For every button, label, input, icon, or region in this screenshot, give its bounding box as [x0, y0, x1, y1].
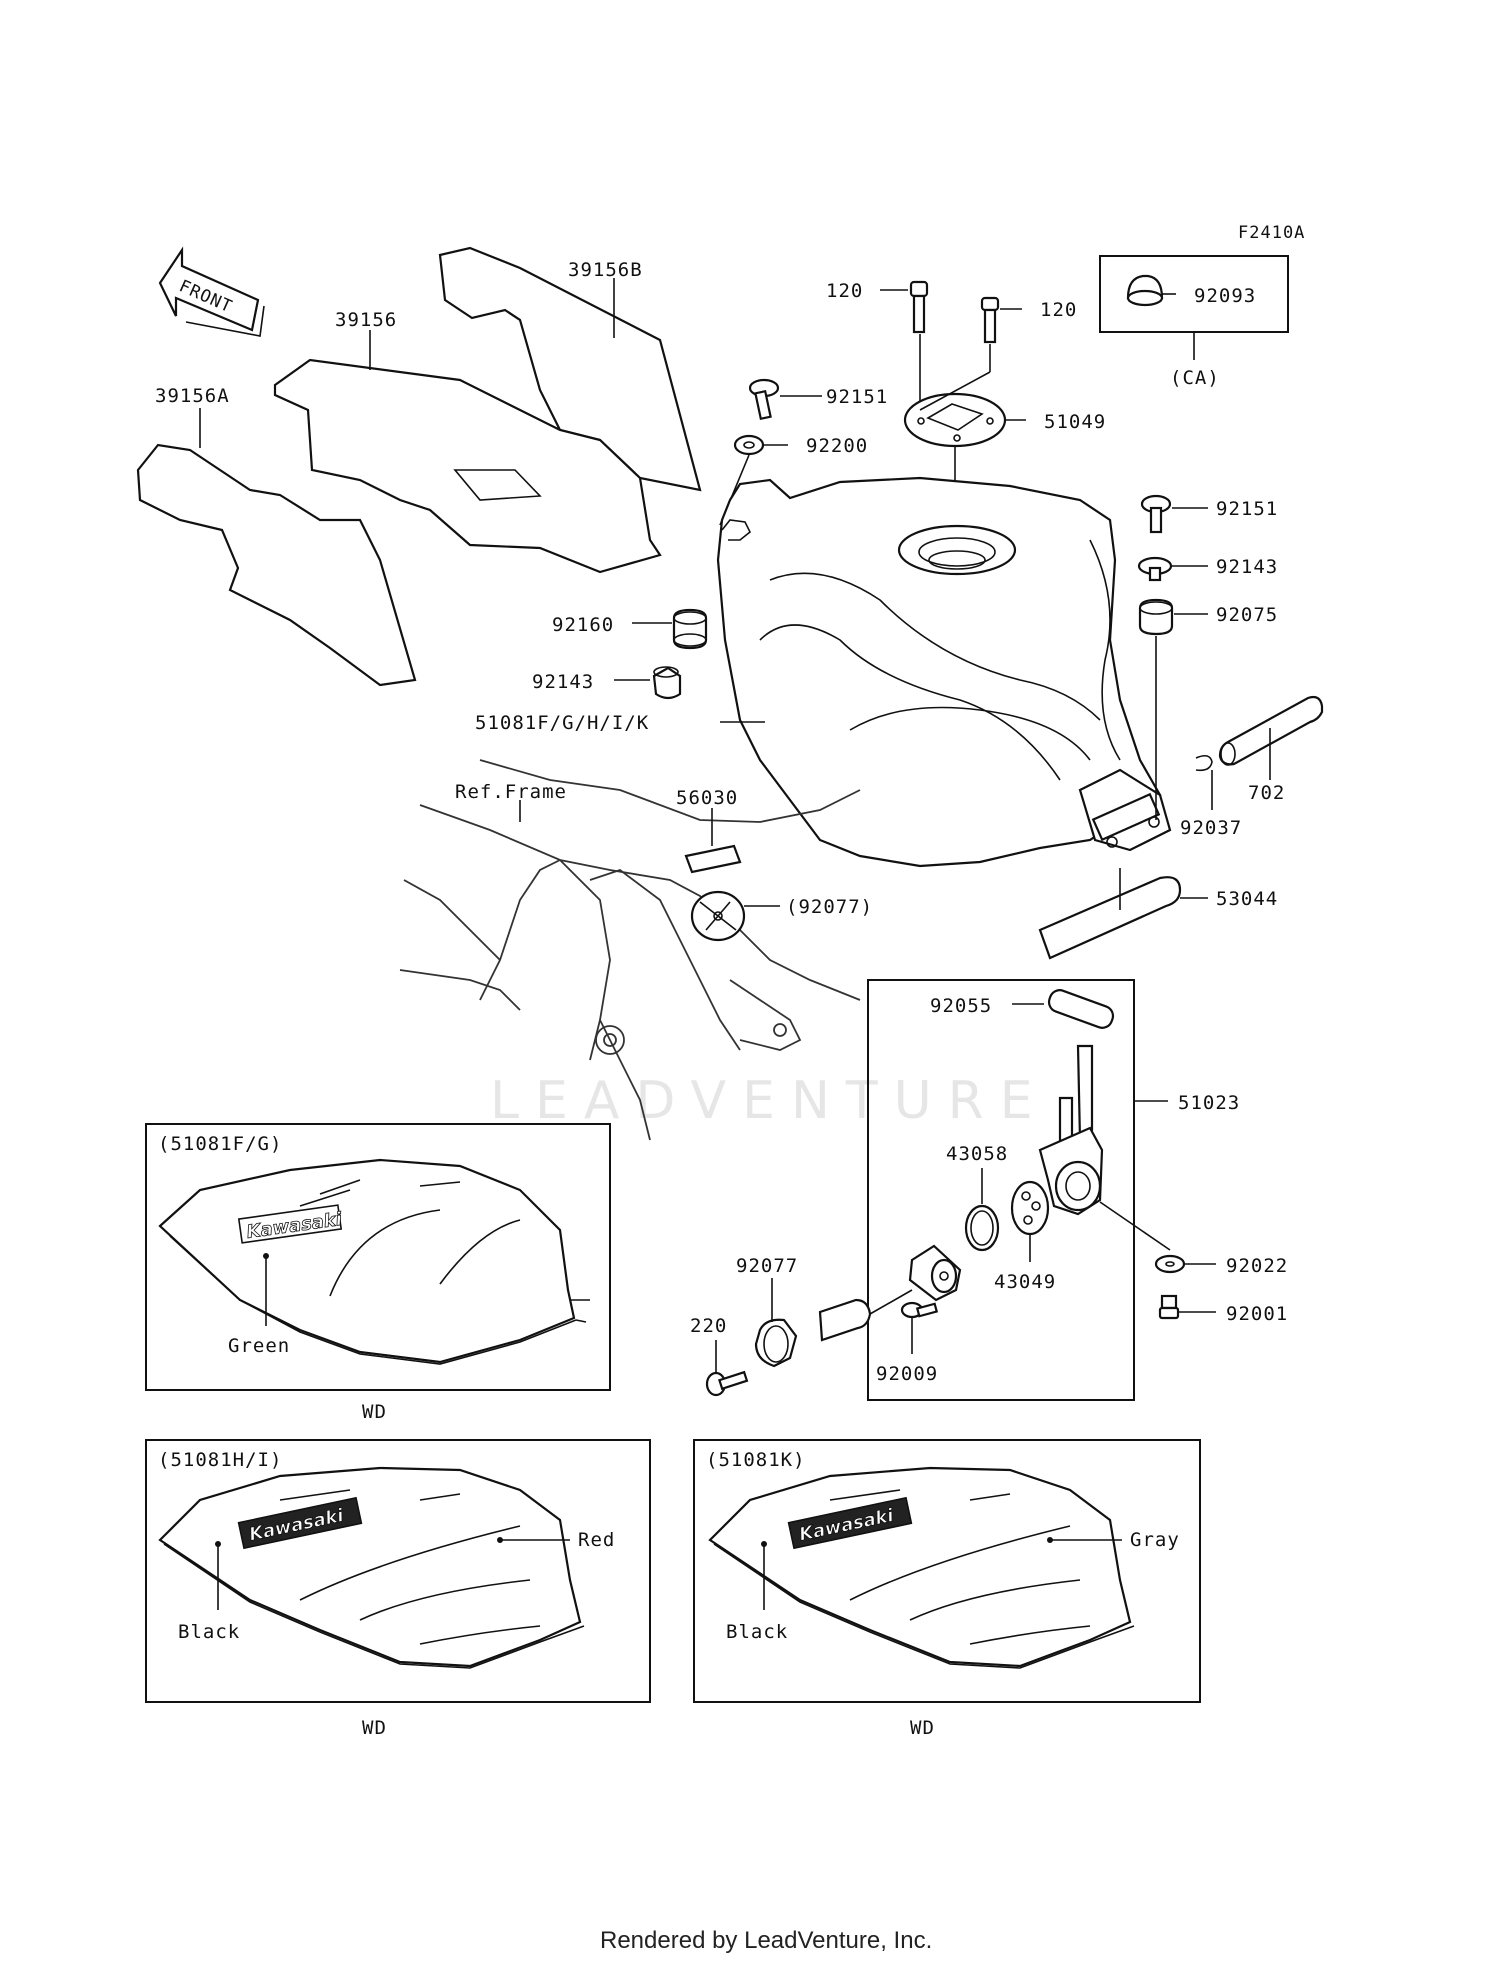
- fuel-label-56030: 56030: [676, 787, 742, 874]
- variant-3-color1: Black: [726, 1621, 788, 1643]
- label-92001: 92001: [1226, 1303, 1288, 1325]
- bolt-120-b: 120: [980, 296, 1077, 372]
- collar-92143-b: 92143: [532, 666, 682, 700]
- label-702: 702: [1248, 782, 1285, 804]
- front-arrow-icon: FRONT: [158, 246, 265, 337]
- washer-92022: 92022: [1154, 1254, 1288, 1277]
- variant-1-color: Green: [228, 1335, 290, 1357]
- variant-1-title: (51081F/G): [158, 1133, 282, 1155]
- rendered-by-footer: Rendered by LeadVenture, Inc.: [600, 1927, 932, 1954]
- label-39156: 39156: [335, 309, 397, 331]
- variant-3-color2: Gray: [1130, 1529, 1180, 1551]
- fuel-tank-51081: 51081F/G/H/I/K: [475, 476, 1172, 868]
- variant-3-footer: WD: [910, 1717, 935, 1739]
- cap-92093-box: 92093 (CA): [1099, 255, 1289, 389]
- variant-51081fg: (51081F/G) Kawasaki Green WD: [145, 1123, 611, 1423]
- variant-3-title: (51081K): [706, 1449, 806, 1471]
- variant-2-footer: WD: [362, 1717, 387, 1739]
- label-92093: 92093: [1194, 285, 1256, 307]
- fuel-cock-51023-box: 51023 92055 43058 43049 92009: [867, 979, 1240, 1401]
- bolt-92151-a: 92151: [748, 378, 888, 421]
- bracket-53044: 53044: [1038, 868, 1278, 960]
- label-92055: 92055: [930, 995, 992, 1017]
- label-92151-a: 92151: [826, 386, 888, 408]
- label-92160: 92160: [552, 614, 614, 636]
- label-92151-b: 92151: [1216, 498, 1278, 520]
- label-220: 220: [690, 1315, 727, 1337]
- label-120-a: 120: [826, 280, 863, 302]
- damper-92075: 92075: [1138, 598, 1278, 820]
- label-92143-b: 92143: [532, 671, 594, 693]
- screw-220: 220: [690, 1315, 749, 1397]
- figure-code: F2410A: [1238, 223, 1305, 243]
- variant-51081k: (51081K) Kawasaki Black Gray WD: [693, 1439, 1201, 1739]
- label-120-b: 120: [1040, 299, 1077, 321]
- label-51081: 51081F/G/H/I/K: [475, 712, 649, 734]
- bolt-92151-b: 92151: [1140, 494, 1278, 534]
- label-43049: 43049: [994, 1271, 1056, 1293]
- knob-92077: 92077: [736, 1255, 913, 1368]
- decal-39156: 39156: [273, 309, 662, 574]
- label-92075: 92075: [1216, 604, 1278, 626]
- label-92022: 92022: [1226, 1255, 1288, 1277]
- variant-1-footer: WD: [362, 1401, 387, 1423]
- fuel-cap-51049: 51049: [903, 371, 1106, 548]
- label-92077: 92077: [736, 1255, 798, 1277]
- variant-2-color1: Black: [178, 1621, 240, 1643]
- label-53044: 53044: [1216, 888, 1278, 910]
- collar-92143-a: 92143: [1137, 556, 1278, 582]
- label-92143-a: 92143: [1216, 556, 1278, 578]
- label-43058: 43058: [946, 1143, 1008, 1165]
- variant-2-color2: Red: [578, 1529, 615, 1551]
- hose-702: 702: [1218, 695, 1324, 804]
- label-92037: 92037: [1180, 817, 1242, 839]
- label-39156b: 39156B: [568, 259, 643, 281]
- ref-frame: Ref.Frame: [399, 759, 861, 1141]
- label-51049: 51049: [1044, 411, 1106, 433]
- damper-92160: 92160: [552, 608, 708, 650]
- variant-51081hi: (51081H/I) Kawasaki Black Red WD: [145, 1439, 651, 1739]
- label-ref-frame: Ref.Frame: [455, 781, 567, 803]
- label-92200: 92200: [806, 435, 868, 457]
- label-92009: 92009: [876, 1363, 938, 1385]
- label-56030: 56030: [676, 787, 738, 809]
- variant-2-title: (51081H/I): [158, 1449, 282, 1471]
- knob-92077-ref: (92077): [690, 890, 873, 942]
- label-92077-ref: (92077): [786, 896, 873, 918]
- watermark: LEADVENTURE: [490, 1071, 1049, 1131]
- bolt-92001: 92001: [1158, 1294, 1288, 1325]
- label-39156a: 39156A: [155, 385, 230, 407]
- bolt-120-a: 120: [826, 280, 929, 410]
- washer-92200: 92200: [719, 434, 868, 526]
- clip-92037: 92037: [1180, 754, 1242, 839]
- label-51023: 51023: [1178, 1092, 1240, 1114]
- label-ca: (CA): [1170, 367, 1220, 389]
- decal-39156a: 39156A: [136, 385, 417, 687]
